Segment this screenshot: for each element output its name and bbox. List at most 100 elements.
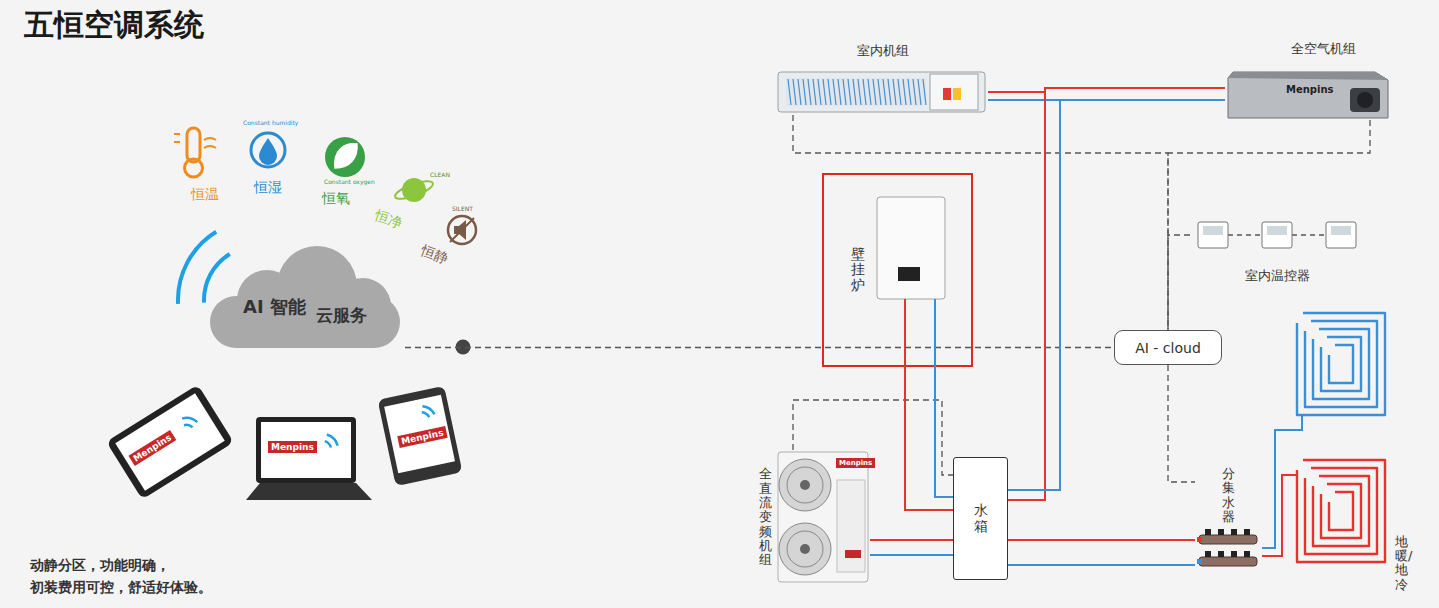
wifi-arc — [422, 403, 436, 417]
brand-tag: Menpins — [836, 458, 875, 468]
connector-path — [1262, 475, 1290, 556]
unit-top — [1228, 72, 1388, 80]
connector-path — [988, 100, 1060, 490]
node-label: 分集水器 — [1222, 467, 1235, 524]
manifold-bar — [1199, 535, 1257, 544]
duct-port — [1357, 92, 1373, 108]
coil-inlet — [1290, 474, 1297, 476]
valve-cap — [1231, 529, 1237, 535]
node-label: 全空气机组 — [1291, 40, 1356, 58]
laptop — [246, 417, 372, 500]
leaf — [335, 144, 357, 168]
connector-path — [405, 347, 1114, 348]
fan-ring — [787, 467, 823, 503]
unit-casing — [1228, 72, 1388, 118]
label-holder: Menpins — [397, 426, 447, 448]
caption-holder: 动静分区，功能明确， 初装费用可控，舒适好体验。 — [30, 554, 230, 598]
laptop-base — [246, 483, 372, 500]
valve-cap — [1244, 529, 1250, 535]
brand-badge — [845, 550, 861, 558]
thermostat-screen — [1331, 226, 1351, 235]
valve-cap — [1218, 529, 1224, 535]
cloud-service: AI 智能云服务 — [205, 228, 405, 350]
wifi-arc — [202, 252, 231, 302]
label-holder: Menpins — [836, 458, 875, 468]
wifi-arc — [326, 433, 338, 446]
temperature-icon — [174, 128, 216, 177]
feature-label: 恒净 — [373, 207, 405, 231]
caption: 动静分区，功能明确， 初装费用可控，舒适好体验。 — [30, 554, 230, 598]
oxygen-icon — [325, 137, 365, 177]
wifi-arc — [421, 410, 430, 419]
water-pipe — [1008, 88, 1225, 500]
floor-heating: 地暖/地冷 — [1290, 308, 1420, 598]
feature-label: 恒静 — [419, 242, 451, 267]
connector-path — [1008, 88, 1225, 500]
node-label: AI - cloud — [1135, 340, 1201, 356]
fan-hub — [800, 544, 810, 554]
node-label: 全直流变频机组 — [759, 467, 772, 567]
port-blue — [1197, 559, 1202, 564]
thermometer-tube — [187, 128, 200, 162]
control-line — [1168, 120, 1370, 330]
port-red — [1197, 537, 1202, 542]
outdoor-casing — [778, 452, 868, 582]
thermostat-group: 室内温控器 — [1190, 215, 1365, 285]
clean-icon — [393, 178, 435, 203]
tablet — [106, 385, 234, 500]
tablet-screen — [115, 393, 224, 490]
water-tank: 水箱 — [953, 457, 1008, 580]
silent-icon — [448, 216, 476, 244]
valve-red — [943, 88, 951, 100]
connector-path — [1008, 100, 1225, 490]
connector-path — [1008, 539, 1195, 541]
icon-ring — [251, 133, 285, 167]
side-panel — [837, 480, 865, 572]
unit-casing — [778, 72, 985, 112]
label-holder: 恒氧 — [322, 190, 350, 206]
water-pipe — [870, 540, 953, 555]
cloud-service-drawing — [205, 228, 405, 350]
ai-cloud-box: AI - cloud — [1114, 330, 1222, 365]
brand-tag: Menpins — [128, 430, 176, 466]
thermostat — [1326, 222, 1356, 248]
phone-body — [378, 386, 463, 486]
icon-disc — [325, 137, 365, 177]
label-holder: SILENT — [452, 206, 473, 213]
connector-path — [988, 92, 1045, 500]
feature-label: 恒温 — [191, 186, 219, 202]
label-holder: Constant oxygen — [324, 179, 375, 186]
connector-path — [1168, 235, 1190, 330]
wifi-arc — [181, 411, 198, 428]
outdoor-unit-drawing — [755, 450, 870, 585]
heating-coil — [1297, 460, 1385, 562]
phone-screen — [384, 395, 455, 474]
control-line — [1168, 365, 1195, 482]
thermostat-screen — [1203, 226, 1223, 235]
valve-cap — [1231, 551, 1237, 557]
connector-path — [905, 367, 953, 510]
wall-boiler-drawing — [824, 175, 975, 369]
wifi-arc — [176, 230, 217, 304]
node-label: 室内温控器 — [1245, 267, 1310, 285]
valve-yellow — [953, 88, 961, 100]
fan-guard — [779, 523, 831, 575]
node-label: 水箱 — [974, 503, 988, 534]
thermostat — [1198, 222, 1228, 248]
outdoor-unit: 全直流变频机组 — [755, 450, 870, 585]
feature-label: 恒氧 — [322, 190, 350, 206]
connector-path — [1008, 564, 1195, 566]
label-holder: 恒湿 — [254, 179, 282, 195]
control-line — [793, 115, 1168, 330]
control-line — [1168, 235, 1190, 330]
label-holder: Menpins — [128, 430, 176, 466]
icon-ring — [448, 216, 476, 244]
title: 五恒空调系统 — [24, 8, 204, 43]
coil-fins — [788, 79, 926, 105]
node-label: 壁挂炉 — [851, 247, 865, 293]
thermostat-screen — [1267, 226, 1287, 235]
icon-caption: Constant humidity — [243, 120, 298, 127]
fan-ring — [787, 531, 823, 567]
